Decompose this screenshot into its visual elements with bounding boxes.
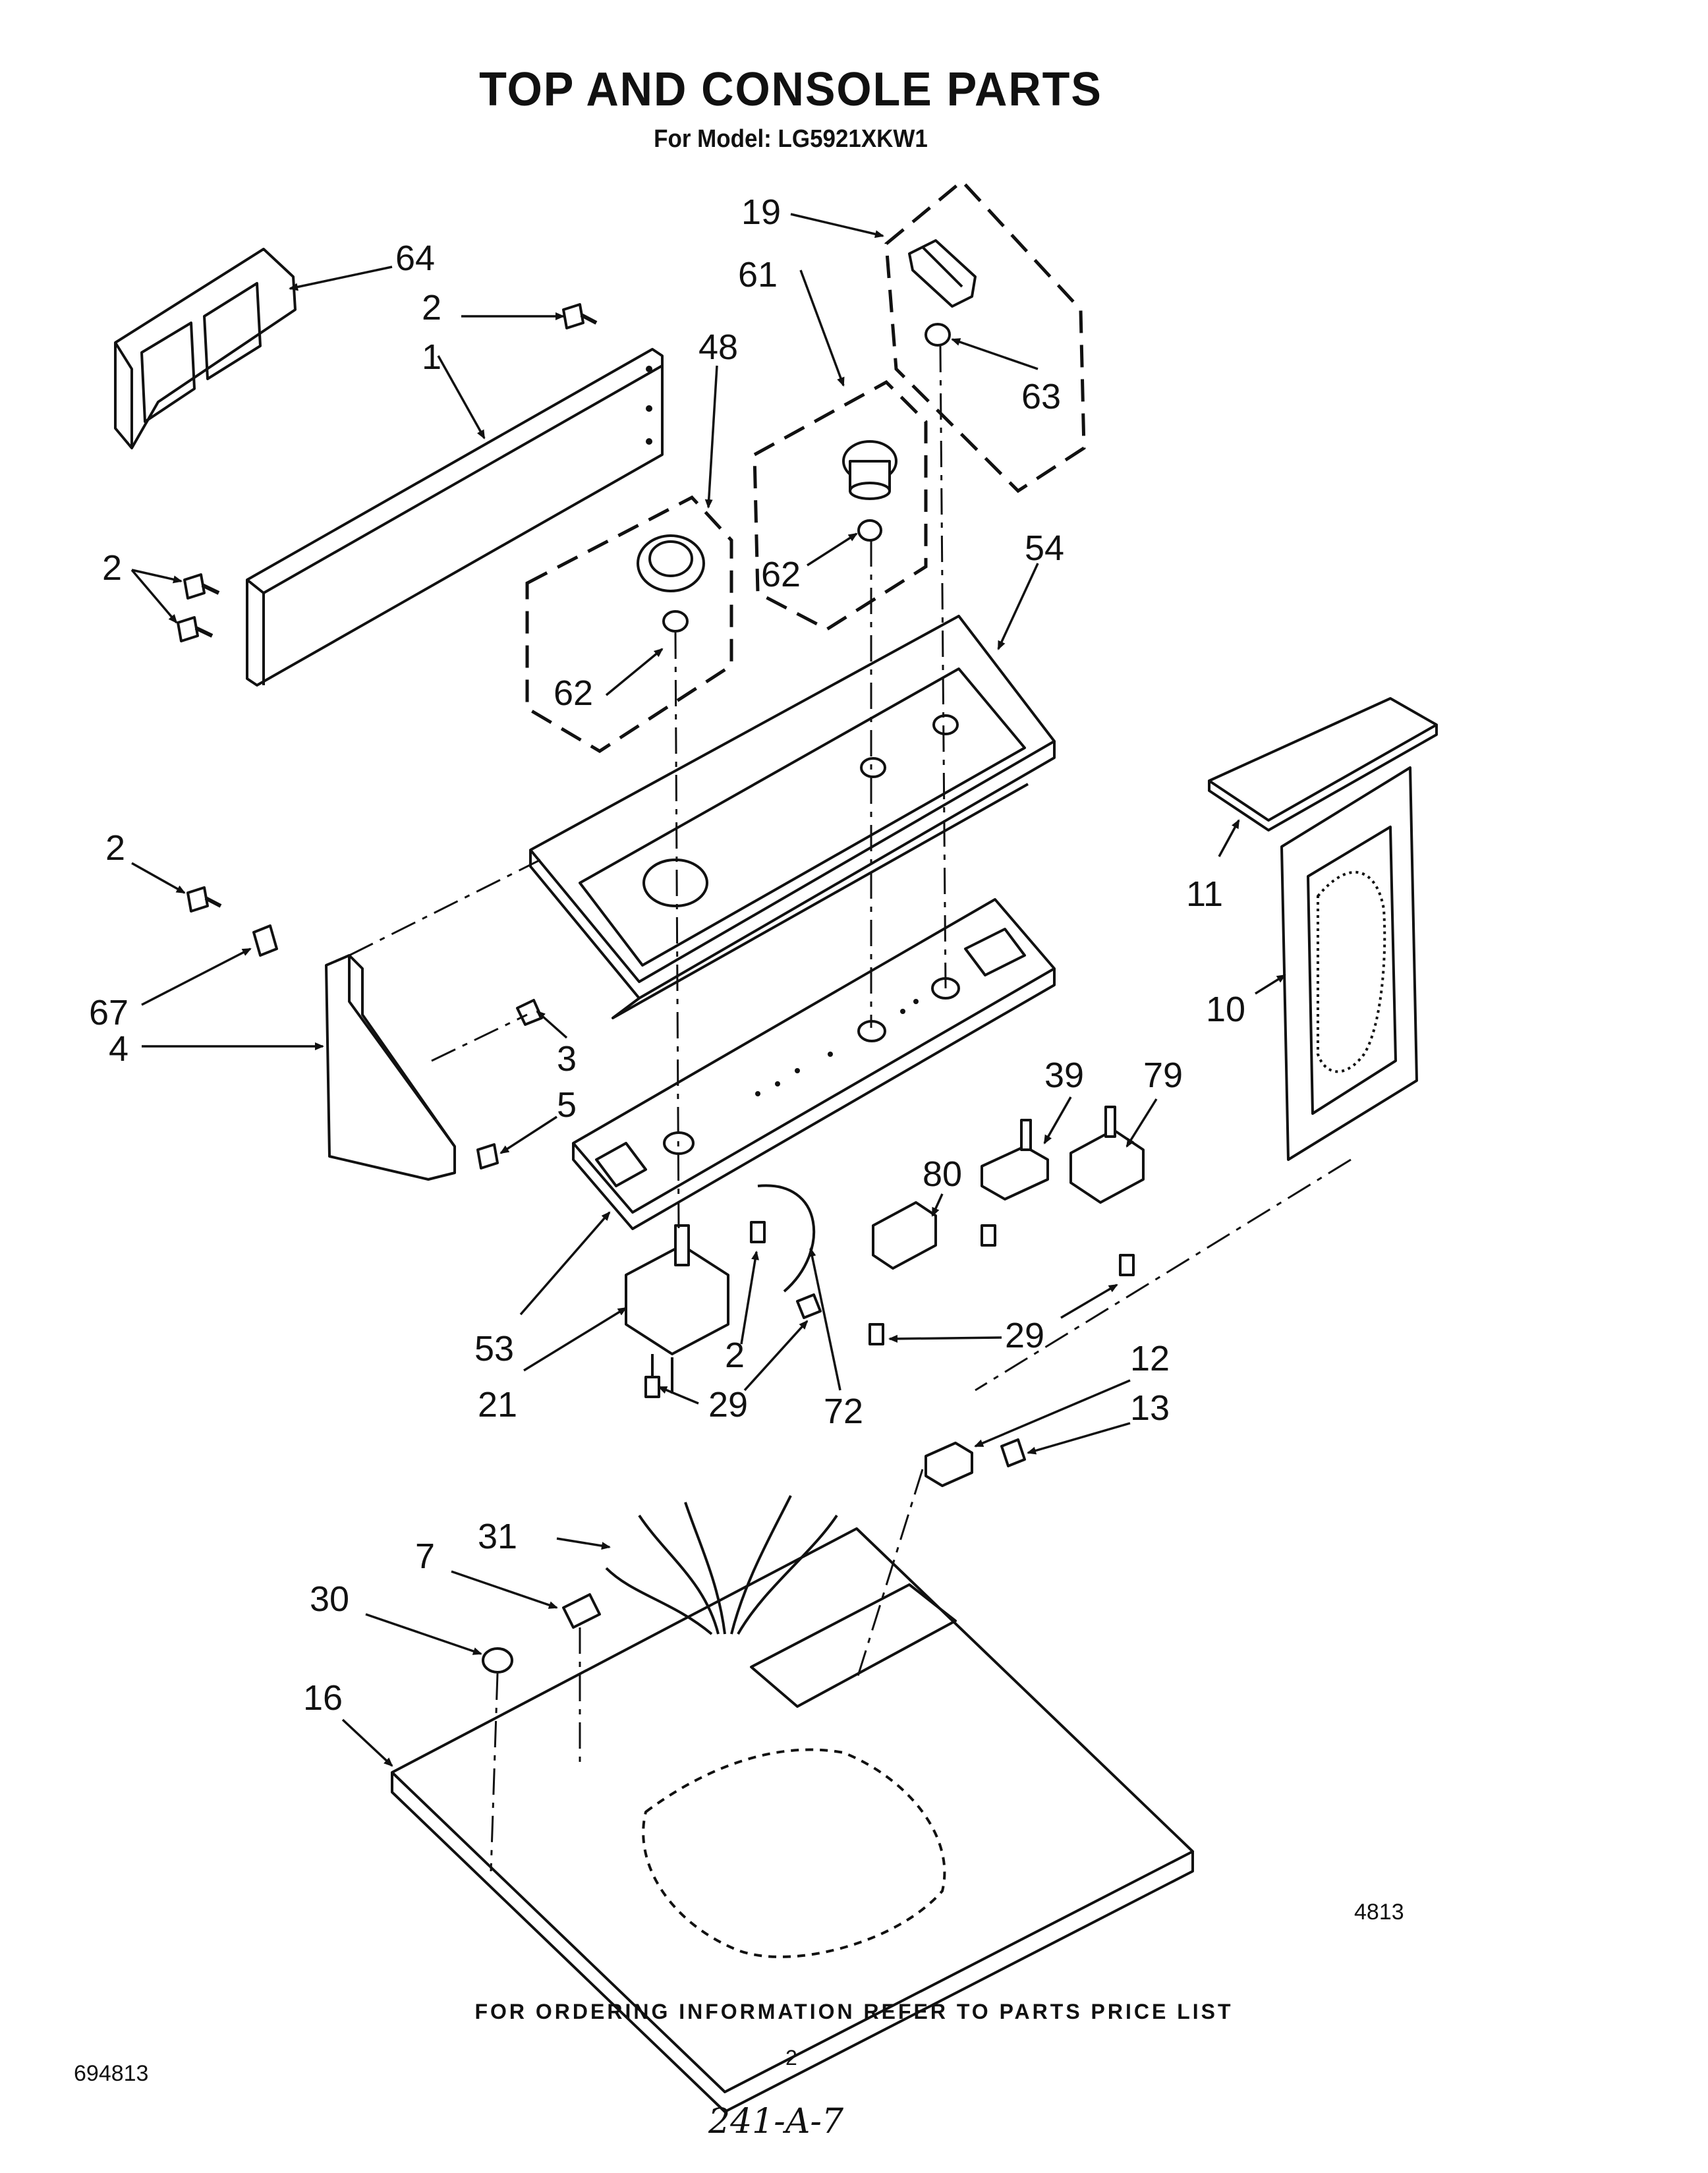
callout-62-upper: 62	[761, 555, 801, 594]
callout-72: 72	[824, 1392, 863, 1431]
callout-1: 1	[422, 337, 441, 377]
callout-10: 10	[1206, 990, 1245, 1029]
group-19-outline	[884, 179, 1086, 494]
callout-39: 39	[1044, 1056, 1084, 1095]
part-62-clip-a	[857, 519, 882, 542]
part-31-wire-harness	[605, 1495, 838, 1635]
part-61-knob	[842, 440, 897, 500]
part-72-wire	[757, 1184, 816, 1293]
callout-7: 7	[415, 1537, 435, 1576]
part-39-switch	[981, 1119, 1049, 1200]
callout-31: 31	[478, 1517, 517, 1556]
document-number: 694813	[74, 2061, 149, 2086]
part-7-clip	[562, 1593, 601, 1629]
callout-2-endcap: 2	[105, 828, 125, 868]
part-19-knob	[908, 239, 977, 308]
callout-2-top: 2	[422, 288, 441, 327]
callout-19: 19	[741, 192, 781, 232]
screw-2-left-a	[183, 573, 220, 600]
part-11-filter-cover	[1208, 697, 1438, 832]
group-48-outline	[525, 495, 733, 753]
part-16-top-panel	[391, 1527, 1194, 2113]
handwritten-note: 241-A-7	[708, 2102, 844, 2141]
callout-leaders	[130, 213, 1286, 1767]
callout-67: 67	[89, 993, 128, 1032]
callout-2-left: 2	[102, 548, 122, 588]
callout-16: 16	[303, 1678, 343, 1718]
part-12-bracket	[925, 1442, 973, 1487]
part-53-console-frame	[572, 898, 1056, 1230]
callout-54: 54	[1025, 528, 1064, 568]
ordering-note: FOR ORDERING INFORMATION REFER TO PARTS …	[474, 2000, 1234, 2023]
callout-3: 3	[557, 1039, 577, 1079]
callout-62-lower: 62	[554, 673, 593, 713]
part-63-clip	[925, 323, 951, 347]
figure-id: 4813	[1354, 1900, 1404, 1925]
callout-21: 21	[478, 1385, 517, 1425]
model-subtitle: For Model: LG5921XKW1	[654, 125, 928, 153]
callout-63: 63	[1021, 377, 1061, 416]
part-64-bracket	[114, 248, 297, 449]
part-62-clip-b	[662, 610, 689, 633]
part-1-back-panel	[246, 348, 664, 687]
part-54-control-panel	[529, 615, 1056, 1019]
part-21-motor	[625, 1224, 729, 1394]
part-30-plug	[482, 1647, 513, 1674]
callout-29-lower: 29	[708, 1385, 748, 1425]
group-61-outline	[753, 380, 928, 631]
screw-2-top	[562, 303, 598, 329]
screw-29-group	[644, 1221, 1135, 1398]
part-80-module	[872, 1201, 937, 1270]
callout-30: 30	[310, 1579, 349, 1619]
callout-48: 48	[698, 327, 738, 367]
page-title: TOP AND CONSOLE PARTS	[479, 63, 1102, 116]
part-48-knob	[637, 534, 705, 592]
callout-13: 13	[1130, 1388, 1170, 1428]
assembly-centerlines	[349, 345, 1352, 1872]
part-10-lint-screen	[1280, 766, 1418, 1161]
callout-80: 80	[923, 1154, 962, 1194]
screw-2-left-b	[177, 616, 214, 642]
callout-2-motor: 2	[725, 1336, 745, 1375]
screw-2-endcap	[186, 886, 222, 913]
callout-5: 5	[557, 1085, 577, 1125]
callout-61: 61	[738, 255, 778, 295]
part-13-screw	[1000, 1438, 1026, 1467]
callout-79: 79	[1143, 1056, 1183, 1095]
callout-11: 11	[1186, 874, 1223, 914]
callout-29-right: 29	[1005, 1316, 1044, 1355]
part-4-end-cap	[325, 954, 456, 1181]
part-67-clip	[252, 924, 278, 957]
page-number: 2	[785, 2046, 797, 2070]
callout-53: 53	[474, 1329, 514, 1369]
callout-64: 64	[395, 239, 435, 278]
part-79-switch	[1069, 1106, 1145, 1204]
callout-4: 4	[109, 1029, 128, 1069]
screw-5	[476, 1143, 499, 1170]
callout-12: 12	[1130, 1339, 1170, 1378]
